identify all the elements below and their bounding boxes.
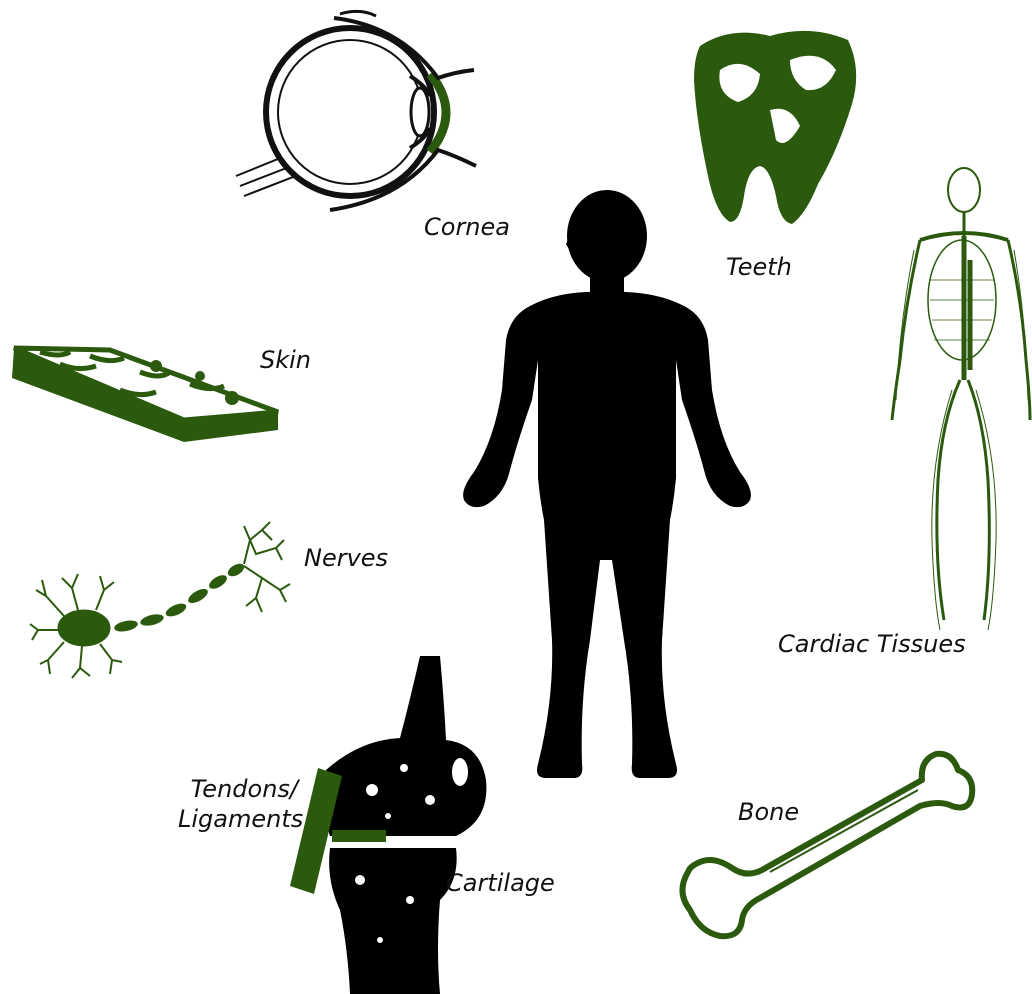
label-cornea: Cornea — [424, 212, 510, 242]
label-tendons-line1: Tendons/ — [178, 774, 298, 804]
label-skin: Skin — [260, 345, 311, 375]
label-tendons-ligaments: Tendons/ Ligaments — [178, 774, 298, 834]
label-tendons-line2: Ligaments — [178, 804, 298, 834]
human-silhouette — [463, 190, 751, 778]
bone-illustration — [682, 754, 972, 936]
skin-illustration — [12, 348, 278, 442]
eye-illustration — [236, 11, 476, 210]
label-bone: Bone — [738, 797, 799, 827]
label-nerves: Nerves — [304, 543, 388, 573]
neuron-illustration — [30, 522, 290, 678]
label-cartilage: Cartilage — [446, 868, 555, 898]
knee-illustration — [290, 656, 486, 994]
label-teeth: Teeth — [726, 252, 792, 282]
label-cardiac-tissues: Cardiac Tissues — [778, 629, 966, 659]
tooth-illustration — [694, 31, 856, 224]
circulatory-system-illustration — [892, 168, 1030, 630]
